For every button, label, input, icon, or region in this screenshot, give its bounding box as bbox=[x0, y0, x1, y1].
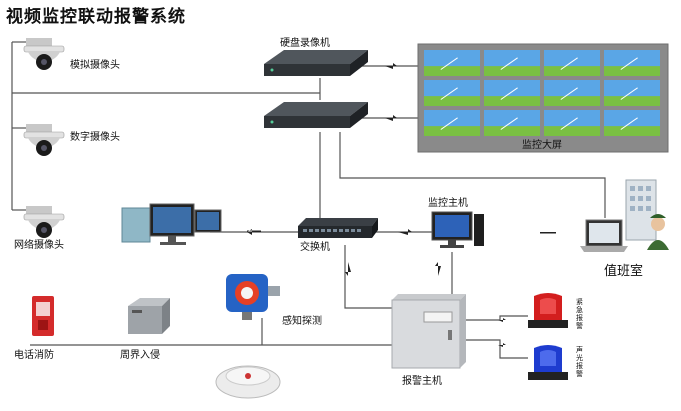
sensor-label: 感知探测 bbox=[282, 316, 322, 327]
camera-icon bbox=[23, 124, 65, 156]
analog-camera-label: 模拟摄像头 bbox=[70, 60, 120, 71]
siren-label: 声光报警 bbox=[576, 346, 583, 378]
monitor-host-label: 监控主机 bbox=[428, 198, 468, 209]
alarm-to-siren-line bbox=[465, 339, 528, 359]
video-wall-screen bbox=[424, 50, 480, 76]
connection-lines bbox=[11, 41, 606, 359]
arrow-icon bbox=[385, 63, 397, 69]
phone-fire-label: 电话消防 bbox=[14, 350, 54, 361]
camera-icon bbox=[23, 206, 65, 238]
alarm-host-label: 报警主机 bbox=[402, 376, 442, 387]
arrow-icon bbox=[540, 232, 556, 234]
video-wall-screens bbox=[424, 50, 660, 136]
alarm-to-emergency-line bbox=[465, 315, 528, 321]
to-duty-room-line bbox=[339, 132, 606, 218]
arrows bbox=[247, 63, 556, 347]
switch-icon bbox=[298, 218, 378, 238]
alarm-host-icon bbox=[391, 294, 466, 369]
arrow-icon bbox=[498, 343, 506, 347]
workstation-icon bbox=[121, 203, 222, 245]
switch-to-alarm-line bbox=[344, 245, 392, 309]
video-wall-screen bbox=[484, 110, 540, 136]
video-wall-label: 监控大屏 bbox=[522, 140, 562, 151]
video-wall-screen bbox=[484, 80, 540, 106]
dvr-icon bbox=[264, 50, 368, 76]
red-beacon-icon bbox=[528, 293, 568, 328]
video-wall-screen bbox=[544, 50, 600, 76]
video-wall-screen bbox=[604, 50, 660, 76]
dvr-label: 硬盘录像机 bbox=[280, 38, 330, 49]
monitor-host-icon bbox=[431, 211, 484, 248]
arrow-icon bbox=[385, 115, 397, 121]
arrow-icon bbox=[247, 229, 261, 235]
diagram-title: 视频监控联动报警系统 bbox=[6, 7, 186, 27]
arrow-icon bbox=[498, 318, 506, 322]
arrow-icon bbox=[435, 262, 441, 276]
emergency-alarm-label: 紧急报警 bbox=[576, 298, 583, 330]
video-wall-screen bbox=[604, 80, 660, 106]
video-wall-screen bbox=[544, 80, 600, 106]
perimeter-label: 周界入侵 bbox=[120, 350, 160, 361]
arrow-icon bbox=[398, 229, 412, 235]
video-wall bbox=[417, 43, 669, 153]
video-wall-screen bbox=[424, 80, 480, 106]
network-camera-label: 网络摄像头 bbox=[14, 240, 64, 251]
video-wall-screen bbox=[484, 50, 540, 76]
duty-room-label: 值班室 bbox=[604, 264, 644, 279]
gas-sensor-icon bbox=[226, 274, 280, 320]
perimeter-icon bbox=[128, 298, 170, 334]
video-wall-screen bbox=[604, 110, 660, 136]
duty-room-icon bbox=[580, 179, 669, 252]
camera-icon bbox=[23, 38, 65, 70]
phone-fire-icon bbox=[32, 296, 54, 336]
smoke-detector-icon bbox=[215, 365, 281, 399]
video-wall-screen bbox=[544, 110, 600, 136]
digital-camera-label: 数字摄像头 bbox=[70, 132, 120, 143]
arrow-icon bbox=[345, 262, 351, 276]
switch-label: 交换机 bbox=[300, 242, 330, 253]
dvr-icon bbox=[264, 102, 368, 128]
blue-beacon-icon bbox=[528, 345, 568, 380]
video-wall-screen bbox=[424, 110, 480, 136]
